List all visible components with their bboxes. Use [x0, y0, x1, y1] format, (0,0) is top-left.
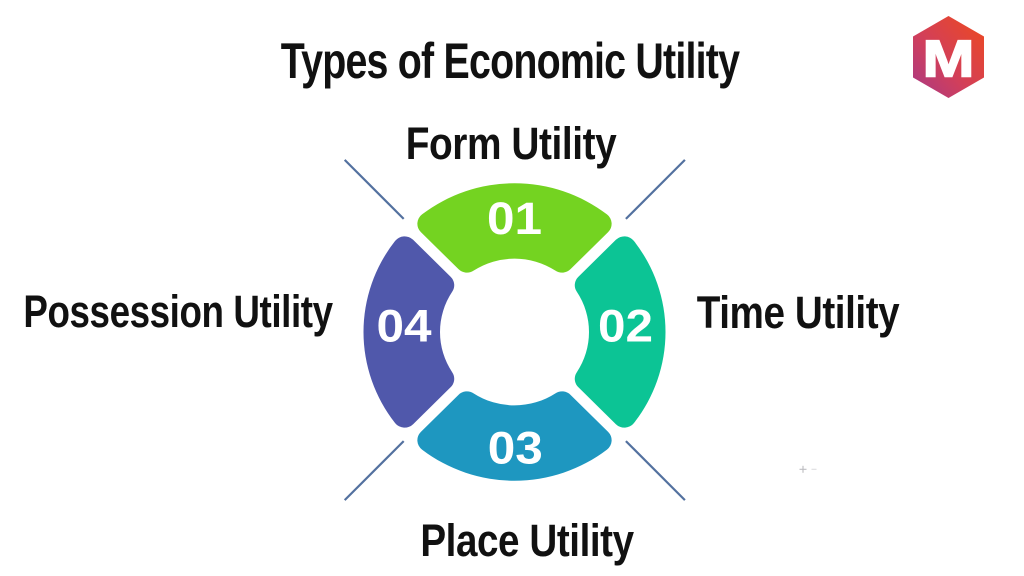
svg-text:M: M: [923, 30, 975, 88]
svg-text:02: 02: [598, 301, 653, 351]
svg-text:01: 01: [487, 194, 542, 244]
svg-text:03: 03: [488, 423, 543, 473]
svg-text:04: 04: [376, 301, 432, 351]
